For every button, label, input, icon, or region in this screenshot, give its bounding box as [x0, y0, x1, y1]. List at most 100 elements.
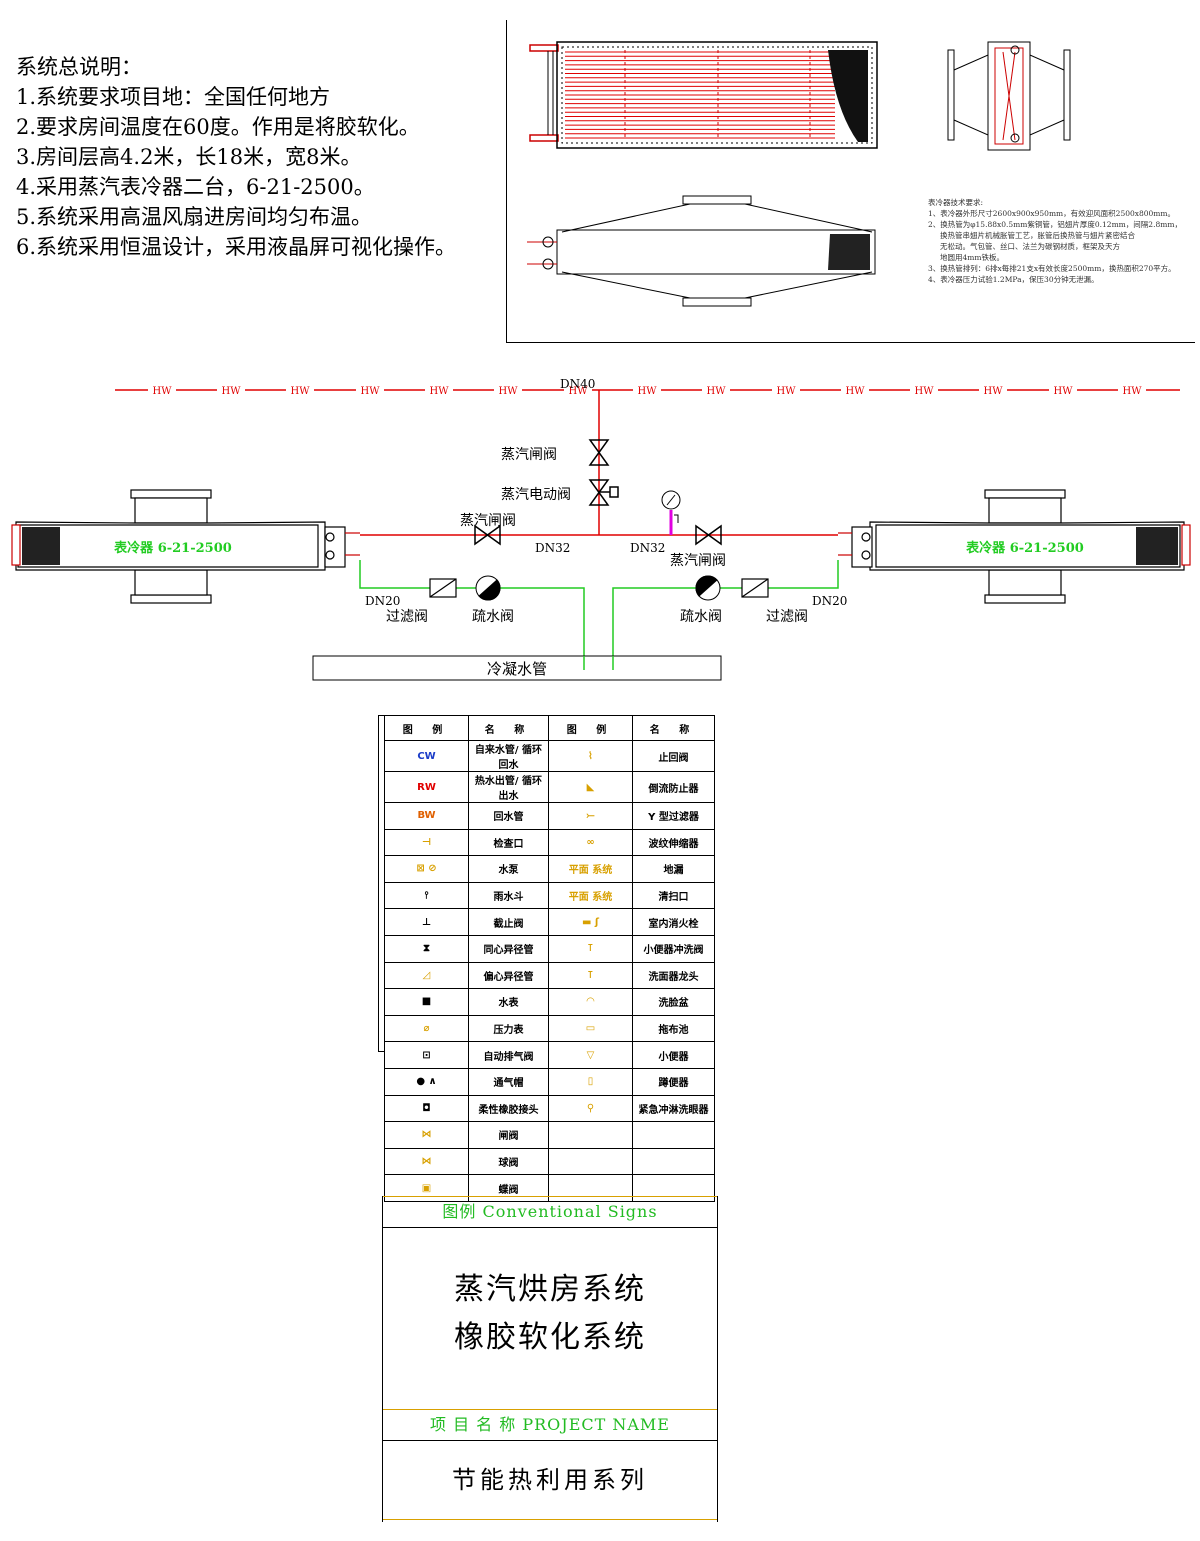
legend-symbol: CW [384, 740, 469, 772]
dn32-right-label: DN32 [630, 541, 665, 555]
filter-valve-left [429, 578, 457, 598]
legend-name: 清扫口 [632, 881, 715, 910]
legend-symbol: ⋈ [384, 1147, 469, 1176]
legend-symbol: 平面 系统 [548, 881, 633, 910]
spec-line: 1、表冷器外形尺寸2600x900x950mm，有效迎风面积2500x800mm… [928, 209, 1176, 218]
cooler-side-view [947, 41, 1071, 151]
spec-line: 换热管串翅片机械胀管工艺，胀管后换热管与翅片紧密结合 [940, 231, 1135, 240]
legend-symbol: ⫯ [384, 881, 469, 910]
legend-symbol: ⚲ [548, 1094, 633, 1123]
filter-valve-left-label: 过滤阀 [386, 609, 428, 625]
legend-name: 柔性橡胶接头 [468, 1094, 549, 1123]
drain-valve-left [475, 575, 501, 601]
legend-symbol: ⊥ [384, 908, 469, 936]
series-label: 节能热利用系列 [383, 1440, 717, 1520]
steam-electric-valve-label: 蒸汽电动阀 [501, 487, 571, 503]
spec-line: 无松动。气包管、丝口、法兰为碳钢材质，框架及天方 [940, 242, 1120, 251]
hw-pipe-label: HW [430, 386, 450, 397]
hw-pipe-label: HW [915, 386, 935, 397]
legend-symbol: RW [384, 771, 469, 803]
spec-line: 4、表冷器压力试验1.2MPa，保压30分钟无泄漏。 [928, 275, 1099, 284]
legend-symbol: ◿ [384, 961, 469, 990]
filter-valve-right [741, 578, 769, 598]
legend-name: 热水出管/ 循环出水 [468, 771, 549, 803]
legend-name [632, 1147, 715, 1176]
legend-name: Y 型过滤器 [632, 802, 715, 830]
cooler-front-view [529, 41, 878, 149]
legend-name: 通气帽 [468, 1067, 549, 1096]
legend-name: 小便器 [632, 1041, 715, 1069]
hw-pipe-label: HW [638, 386, 658, 397]
legend-name: 止回阀 [632, 740, 715, 772]
legend-name: 洗面器龙头 [632, 961, 715, 990]
legend-row: ◘柔性橡胶接头⚲紧急冲淋洗眼器 [384, 1094, 715, 1123]
cooler-drawings [527, 41, 1071, 307]
hw-pipe-label: HW [153, 386, 173, 397]
legend-symbol: ◣ [548, 771, 633, 803]
hw-pipe-label: HW [361, 386, 381, 397]
legend-name [632, 1174, 715, 1202]
legend-row: ▣蝶阀 [384, 1174, 715, 1202]
cooler-drawing-frame [506, 20, 1195, 343]
drain-valve-left-label: 疏水阀 [472, 609, 514, 625]
filter-valve-right-label: 过滤阀 [766, 609, 808, 625]
legend-name: 倒流防止器 [632, 771, 715, 803]
legend-row: ⊠ ⊘水泵平面 系统地漏 [384, 855, 715, 883]
legend-name: 波纹伸缩器 [632, 828, 715, 857]
note-item: 1.系统要求项目地：全国任何地方 [16, 85, 331, 109]
note-item: 6.系统采用恒温设计，采用液晶屏可视化操作。 [16, 235, 457, 259]
legend-symbol: ⌇ [548, 740, 633, 772]
drain-valve-right-label: 疏水阀 [680, 609, 722, 625]
legend-symbol: ▭ [548, 1014, 633, 1043]
steam-gate-valve-right-label: 蒸汽闸阀 [670, 553, 726, 569]
legend-name: 自来水管/ 循环回水 [468, 740, 549, 772]
drain-valve-right [695, 575, 721, 601]
legend-name: 同心异径管 [468, 934, 549, 963]
legend-symbol [548, 1121, 633, 1149]
legend-row: ● ∧通气帽▯蹲便器 [384, 1067, 715, 1096]
steam-gate-valve-label: 蒸汽闸阀 [501, 447, 557, 463]
legend-header: 图 例 [384, 715, 469, 741]
legend-symbol: ⊺ [548, 934, 633, 963]
legend-symbol: ⊡ [384, 1041, 469, 1069]
cooler-spec: 表冷器技术要求: 1、表冷器外形尺寸2600x900x950mm，有效迎风面积2… [928, 197, 1196, 285]
pressure-gauge [661, 490, 681, 535]
legend-row: ⋈球阀 [384, 1147, 715, 1176]
legend-name: 地漏 [632, 855, 715, 883]
note-item: 3.房间层高4.2米，长18米，宽8米。 [16, 145, 362, 169]
notes-title: 系统总说明： [16, 55, 142, 79]
legend-symbol: ⊺ [548, 961, 633, 990]
general-notes: 系统总说明： 1.系统要求项目地：全国任何地方 2.要求房间温度在60度。作用是… [16, 52, 486, 262]
legend-name: 拖布池 [632, 1014, 715, 1043]
right-cooler [838, 489, 1191, 604]
steam-gate-valve-right [695, 524, 722, 546]
legend-side-bar [378, 715, 384, 1052]
legend-symbol [548, 1147, 633, 1176]
legend-name: 蹲便器 [632, 1067, 715, 1096]
hw-pipe-label: HW [984, 386, 1004, 397]
legend-symbol: ⧗ [384, 934, 469, 963]
legend-symbol: ⊣ [384, 828, 469, 857]
legend-header: 图 例 [548, 715, 633, 741]
legend-row: ◿偏心异径管⊺洗面器龙头 [384, 961, 715, 990]
legend-name: 自动排气阀 [468, 1041, 549, 1069]
legend-symbol: ⌀ [384, 1014, 469, 1043]
dn32-left-label: DN32 [535, 541, 570, 555]
hw-pipe-label: HW [777, 386, 797, 397]
legend-row: ⋈闸阀 [384, 1121, 715, 1149]
legend-row: ⊡自动排气阀▽小便器 [384, 1041, 715, 1069]
legend-row: ⊣检查口∞波纹伸缩器 [384, 828, 715, 857]
legend-header: 名 称 [632, 715, 715, 741]
spec-title: 表冷器技术要求: [928, 198, 984, 207]
legend-symbol: ▽ [548, 1041, 633, 1069]
hw-pipe-label: HW [569, 386, 589, 397]
hw-pipe-label: HW [291, 386, 311, 397]
title-block: 图例 Conventional Signs 蒸汽烘房系统 橡胶软化系统 项 目 … [382, 1196, 718, 1522]
legend-symbol: ∞ [548, 828, 633, 857]
legend-symbol: 平面 系统 [548, 855, 633, 883]
legend-row: ⧗同心异径管⊺小便器冲洗阀 [384, 934, 715, 963]
